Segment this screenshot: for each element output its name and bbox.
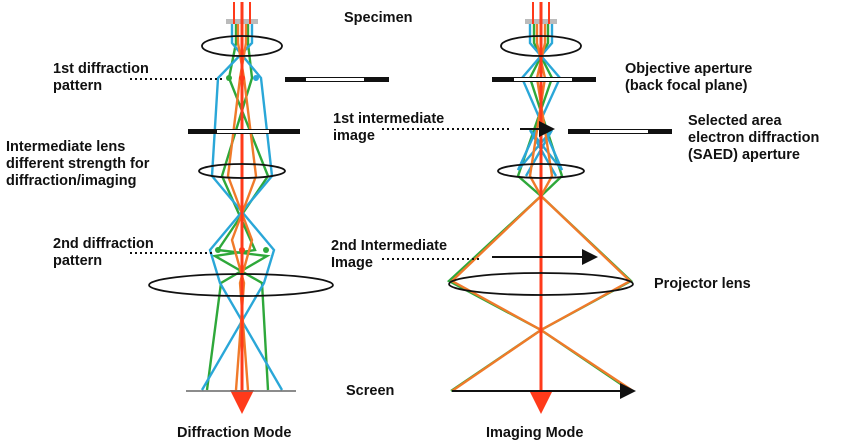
- leader-lines: [130, 78, 512, 260]
- orange-ray-right-2: [451, 24, 633, 392]
- diffraction-spot: [253, 75, 259, 81]
- diffraction-rays: [200, 2, 284, 414]
- saed-aperture: [568, 129, 672, 134]
- first-intermediate-image-label: 1st intermediate image: [333, 111, 444, 145]
- green-ray-left-2: [211, 24, 270, 391]
- screen-label: Screen: [346, 383, 395, 399]
- objective-aperture-left: [285, 77, 389, 82]
- specimen-label: Specimen: [344, 10, 413, 26]
- label-line: Selected area: [688, 113, 782, 129]
- objective-lens-right: [500, 35, 582, 57]
- diffraction-spot: [215, 247, 221, 253]
- label-line: Objective aperture: [625, 61, 753, 77]
- label-line: (back focal plane): [625, 78, 748, 94]
- imaging-mode-column: [446, 2, 636, 414]
- label-line: 2nd Intermediate: [331, 238, 448, 254]
- diffraction-mode-title: Diffraction Mode: [177, 425, 292, 441]
- imaging-mode-title: Imaging Mode: [486, 425, 584, 441]
- label-line: Image: [331, 255, 373, 271]
- blue-ray-left-2: [200, 24, 276, 391]
- imaging-rays: [446, 2, 634, 414]
- projector-lens-right: [448, 272, 634, 296]
- saed-aperture-label: Selected area electron diffraction (SAED…: [688, 113, 819, 164]
- label-line: Intermediate lens: [6, 139, 126, 155]
- label-line: 1st intermediate: [333, 111, 445, 127]
- diffraction-mode-column: [148, 2, 334, 414]
- label-line: image: [333, 128, 375, 144]
- diffraction-spot: [239, 75, 245, 81]
- first-diffraction-pattern-label: 1st diffraction pattern: [53, 61, 149, 95]
- intermediate-lens-left: [198, 163, 286, 179]
- label-line: diffraction/imaging: [6, 173, 137, 189]
- orange-ray-right: [449, 24, 634, 393]
- orange-ray-left-2: [226, 24, 254, 391]
- label-line: 1st diffraction: [53, 61, 149, 77]
- diffraction-spot: [239, 247, 245, 253]
- label-line: pattern: [53, 78, 103, 94]
- objective-aperture-label: Objective aperture (back focal plane): [625, 61, 752, 95]
- projector-lens-label: Projector lens: [654, 276, 751, 292]
- label-line: (SAED) aperture: [688, 147, 800, 163]
- label-line: electron diffraction: [688, 130, 820, 146]
- label-line: 2nd diffraction: [53, 236, 154, 252]
- label-line: pattern: [53, 253, 103, 269]
- label-line: different strength for: [6, 156, 150, 172]
- projector-lens-left: [148, 273, 334, 297]
- orange-ray-left: [230, 24, 258, 391]
- objective-lens-left: [201, 35, 283, 57]
- intermediate-lens-right: [497, 163, 585, 179]
- second-intermediate-image-label: 2nd Intermediate Image: [331, 238, 447, 272]
- diffraction-spot: [226, 75, 232, 81]
- second-diffraction-pattern-label: 2nd diffraction pattern: [53, 236, 154, 270]
- diffraction-spot: [263, 247, 269, 253]
- intermediate-lens-label: Intermediate lens different strength for…: [6, 139, 149, 190]
